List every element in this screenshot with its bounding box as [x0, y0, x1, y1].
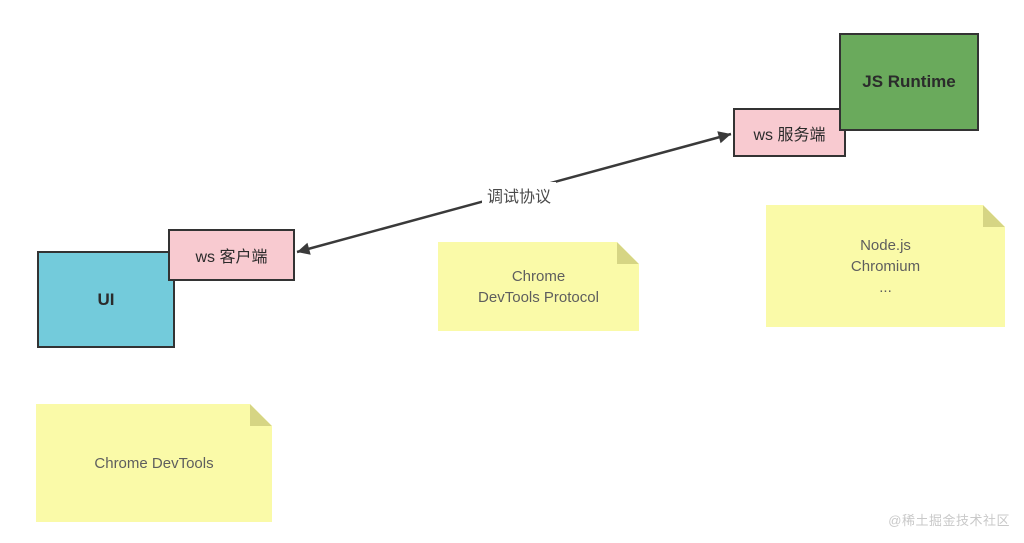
- note-line: Node.js: [860, 236, 911, 254]
- note-line: Chrome DevTools: [94, 454, 214, 472]
- box-js-runtime-label: JS Runtime: [862, 72, 956, 91]
- note-chrome-devtools-protocol: Chrome DevTools Protocol: [438, 242, 639, 331]
- watermark: @稀土掘金技术社区: [888, 513, 1010, 528]
- box-ws-server-label: ws 服务端: [753, 126, 826, 144]
- note-fold-icon: [983, 205, 1005, 227]
- note-fold-icon: [617, 242, 639, 264]
- arrow-label-debug-protocol: 调试协议: [481, 182, 557, 208]
- note-line: DevTools Protocol: [478, 288, 599, 306]
- note-line: Chromium: [850, 257, 921, 275]
- note-fold-icon: [250, 404, 272, 426]
- box-ws-client: ws 客户端: [168, 229, 295, 281]
- note-line: ...: [879, 278, 892, 296]
- note-line: Chrome: [511, 267, 566, 285]
- note-nodejs-chromium: Node.js Chromium ...: [766, 205, 1005, 327]
- box-ui: UI: [37, 251, 175, 348]
- note-chrome-devtools: Chrome DevTools: [36, 404, 272, 522]
- box-ws-server: ws 服务端: [733, 108, 846, 157]
- box-js-runtime: JS Runtime: [839, 33, 979, 131]
- box-ws-client-label: ws 客户端: [195, 249, 268, 266]
- box-ui-label: UI: [97, 289, 115, 309]
